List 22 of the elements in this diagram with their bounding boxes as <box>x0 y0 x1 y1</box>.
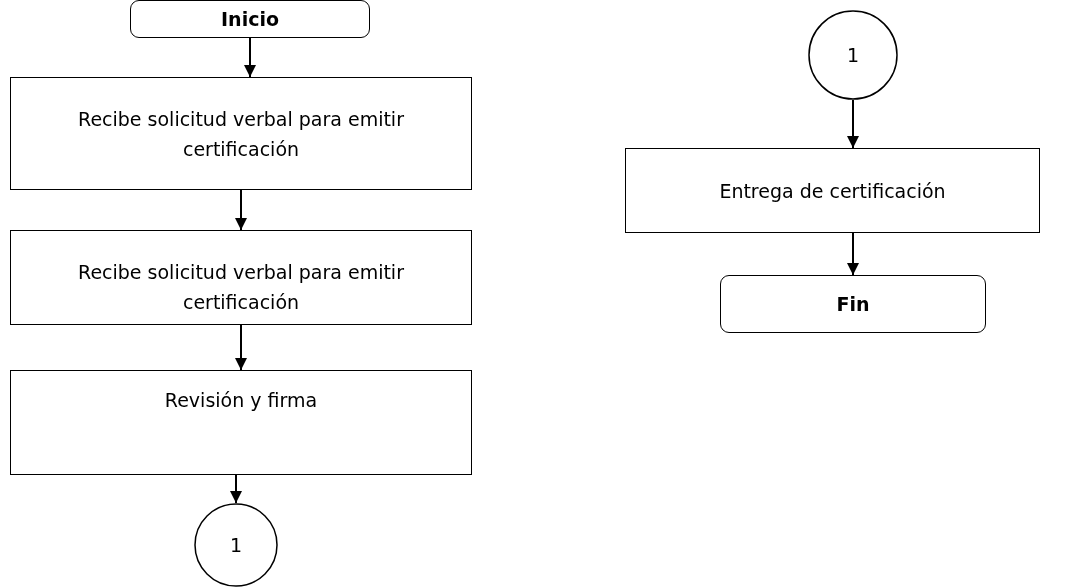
terminal-label: Fin <box>836 292 870 317</box>
terminal-label: Inicio <box>221 7 279 32</box>
process-box <box>10 77 472 190</box>
arrow <box>230 474 242 504</box>
process-label: Entrega de certificación <box>719 178 946 204</box>
terminal-box <box>720 275 986 333</box>
arrow <box>235 189 247 231</box>
connector-circle <box>808 10 898 100</box>
terminal-box <box>130 0 370 38</box>
process-box <box>10 370 472 475</box>
arrow <box>235 324 247 371</box>
process-box <box>625 148 1040 233</box>
connector-circle <box>194 503 278 587</box>
process-label: Recibe solicitud verbal para emitir certificación <box>77 260 405 315</box>
connector-label: 1 <box>229 533 243 558</box>
arrow <box>847 232 859 276</box>
process-label: Revisión y firma <box>164 388 318 413</box>
connector-label: 1 <box>846 43 860 68</box>
arrow <box>244 37 256 78</box>
process-box <box>10 230 472 325</box>
process-label: Recibe solicitud verbal para emitir certificación <box>77 106 405 162</box>
arrow <box>847 99 859 149</box>
